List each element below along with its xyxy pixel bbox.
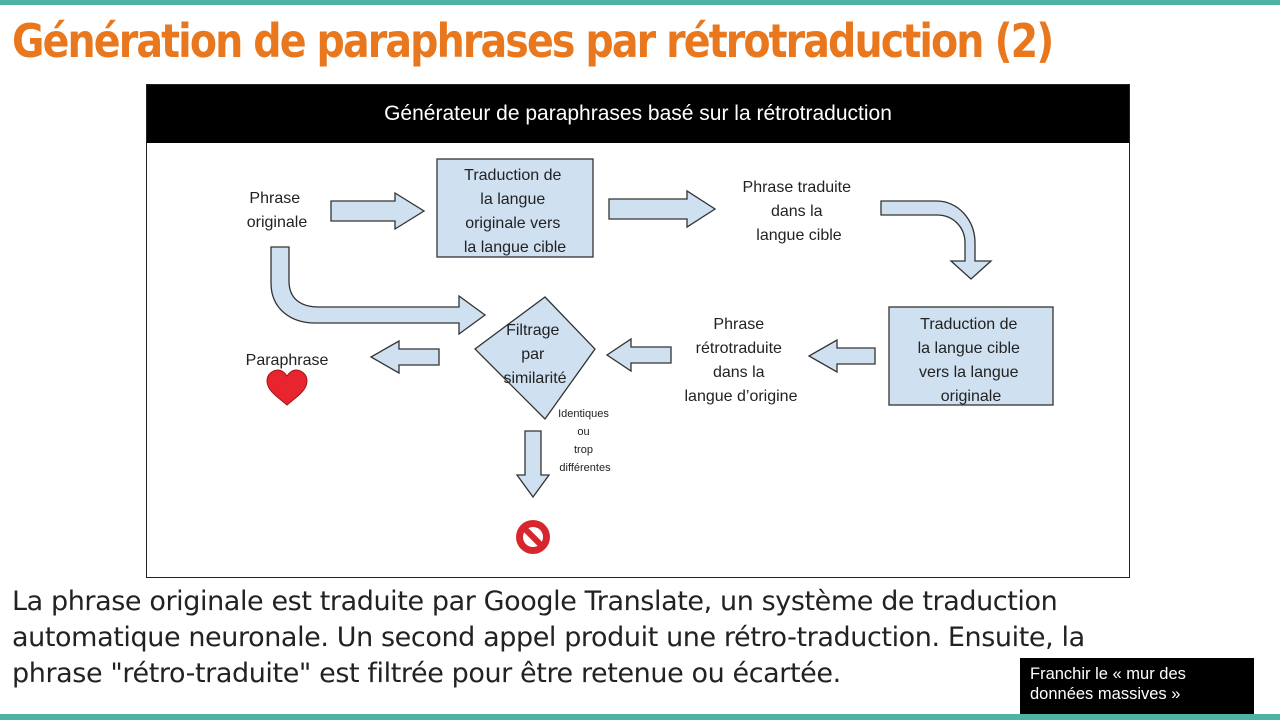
node-text: Phrase [249, 190, 300, 207]
node-phrase-traduite: Phrase traduite dans la langue cible [743, 179, 856, 244]
arrow-curved-down [880, 200, 993, 280]
node-text: Phrase [713, 316, 764, 333]
node-text: similarité [503, 370, 566, 387]
node-text: langue d’origine [685, 388, 798, 405]
box-traduction-vers-originale-label: Traduction de la langue cible vers la la… [918, 316, 1025, 405]
node-text: dans la [771, 203, 823, 220]
heart-icon [266, 369, 308, 406]
diagram-header: Générateur de paraphrases basé sur la ré… [147, 85, 1129, 143]
node-phrase-originale: Phrase originale [247, 190, 308, 231]
node-text: Identiques [558, 408, 609, 420]
filter-diamond [474, 296, 596, 421]
body-text: La phrase originale est traduite par Goo… [12, 584, 1262, 692]
footer-tag-line: données massives » [1030, 685, 1181, 703]
footer-tag-line: Franchir le « mur des [1030, 665, 1186, 683]
rejection-note: Identiques ou trop différentes [558, 408, 612, 474]
node-text: ou [577, 426, 589, 438]
flow-diagram: Phrase originale Traduction de la langue… [246, 158, 1054, 554]
body-line: phrase "rétro-traduite" est filtrée pour… [12, 658, 841, 689]
box-traduction-vers-cible [436, 158, 594, 258]
filter-diamond-label: Filtrage par similarité [503, 322, 566, 387]
arrow-left [807, 338, 876, 374]
paraphrase-label: Paraphrase [246, 352, 329, 369]
node-text: différentes [559, 462, 611, 474]
node-text: Filtrage [506, 322, 559, 339]
node-text: langue cible [756, 227, 842, 244]
box-traduction-vers-cible-label: Traduction de la langue originale vers l… [464, 167, 566, 256]
node-text: dans la [713, 364, 765, 381]
diagram-figure: Générateur de paraphrases basé sur la ré… [146, 84, 1130, 578]
node-text: originale vers [465, 215, 560, 232]
bottom-rule [0, 714, 1280, 720]
slide-title: Génération de paraphrases par rétrotradu… [12, 14, 1054, 68]
node-text: la langue [480, 191, 545, 208]
node-text: la langue cible [464, 239, 566, 256]
arrow-bent-to-filter [270, 246, 487, 336]
node-text: vers la langue [919, 364, 1019, 381]
body-line: La phrase originale est traduite par Goo… [12, 586, 1058, 617]
node-text: rétrotraduite [696, 340, 782, 357]
footer-tag: Franchir le « mur des données massives » [1020, 658, 1254, 714]
node-text: Traduction de [464, 167, 561, 184]
arrow-left [605, 337, 672, 373]
node-text: par [521, 346, 545, 363]
body-line: automatique neuronale. Un second appel p… [12, 622, 1085, 653]
arrow-right [330, 191, 426, 231]
box-traduction-vers-originale [888, 306, 1054, 406]
prohibited-icon [516, 520, 550, 554]
node-text: la langue cible [918, 340, 1020, 357]
arrow-left [369, 339, 440, 375]
node-phrase-retrotraduite: Phrase rétrotraduite dans la langue d’or… [685, 316, 798, 405]
node-text: originale [941, 388, 1002, 405]
arrow-right [608, 189, 717, 229]
node-text: originale [247, 214, 308, 231]
arrow-down [515, 430, 551, 499]
node-text: Phrase traduite [743, 179, 852, 196]
node-text: trop [574, 444, 593, 456]
node-text: Traduction de [920, 316, 1017, 333]
top-rule [0, 0, 1280, 5]
